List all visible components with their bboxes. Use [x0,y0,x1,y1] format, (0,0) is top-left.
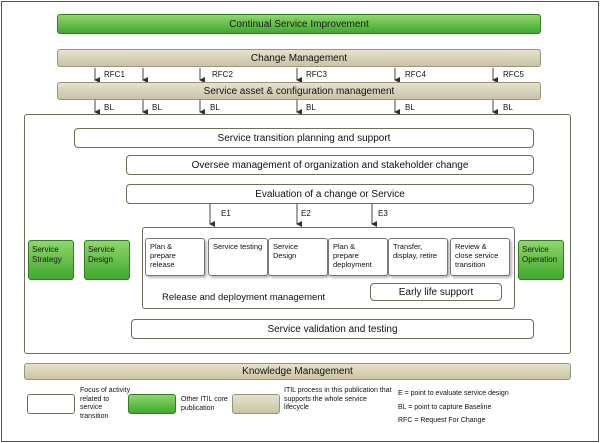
stage-label: Service Design [273,242,299,260]
rfc-label: RFC1 [104,70,125,79]
legend-tan-text: ITIL process in this publication that su… [284,387,392,411]
legend-key-bl: BL = point to capture Baseline [398,404,492,411]
stage-plan-release: Plan & prepare release [145,238,205,276]
bl-label: BL [104,103,114,112]
service-strategy-box: Service Strategy [28,240,74,280]
service-validation-box: Service validation and testing [131,319,534,339]
service-transition-frame [24,114,571,354]
legend-white-swatch [27,394,75,414]
service-operation-label: Service Operation [522,245,558,264]
service-operation-box: Service Operation [518,240,564,280]
csi-label: Continual Service Improvement [229,18,369,30]
bl-label: BL [405,103,415,112]
stage-label: Transfer, display, retire [393,242,438,260]
service-validation-label: Service validation and testing [267,323,398,335]
stage-service-design: Service Design [268,238,328,276]
stage-label: Service testing [213,242,263,251]
legend-white-text: Focus of activity related to service tra… [80,387,131,420]
rfc-label: RFC5 [503,70,524,79]
continual-service-improvement-bar: Continual Service Improvement [57,14,541,34]
stage-service-testing: Service testing [208,238,268,276]
service-design-label: Service Design [88,245,115,264]
early-life-support-box: Early life support [370,283,502,301]
e2-label: E2 [301,209,311,218]
rfc-label: RFC4 [405,70,426,79]
evaluation-label: Evaluation of a change or Service [255,188,405,200]
knowledge-management-label: Knowledge Management [242,366,353,377]
bl-label: BL [503,103,513,112]
legend-green-text: Other ITIL core publication [181,396,228,412]
asset-configuration-label: Service asset & configuration management [203,85,395,97]
release-deployment-label: Release and deployment management [162,292,326,303]
oversee-management-label: Oversee management of organization and s… [191,159,469,171]
knowledge-management-bar: Knowledge Management [24,363,571,380]
bl-label: BL [306,103,316,112]
transition-planning-label: Service transition planning and support [217,132,391,144]
service-strategy-label: Service Strategy [32,245,62,264]
e1-label: E1 [221,209,231,218]
bl-label: BL [210,103,220,112]
stage-label: Plan & prepare deployment [333,242,372,269]
legend-tan-swatch [232,394,280,414]
change-management-bar: Change Management [57,49,541,67]
evaluation-box: Evaluation of a change or Service [126,184,534,204]
e3-label: E3 [378,209,388,218]
asset-configuration-bar: Service asset & configuration management [57,82,541,100]
service-design-box: Service Design [84,240,130,280]
early-life-support-label: Early life support [398,286,474,298]
change-management-label: Change Management [250,52,348,64]
rfc-label: RFC2 [212,70,233,79]
stage-transfer-retire: Transfer, display, retire [388,238,448,276]
oversee-management-box: Oversee management of organization and s… [126,155,534,175]
legend-key-e: E = point to evaluate service design [398,390,509,397]
rfc-label: RFC3 [306,70,327,79]
bl-label: BL [152,103,162,112]
legend-key-rfc: RFC = Request For Change [398,417,486,424]
stage-review-close: Review & close service transition [450,238,510,276]
transition-planning-box: Service transition planning and support [74,128,534,148]
legend-green-swatch [128,394,176,414]
stage-plan-deployment: Plan & prepare deployment [328,238,388,276]
stage-label: Plan & prepare release [150,242,176,269]
stage-label: Review & close service transition [455,242,499,269]
